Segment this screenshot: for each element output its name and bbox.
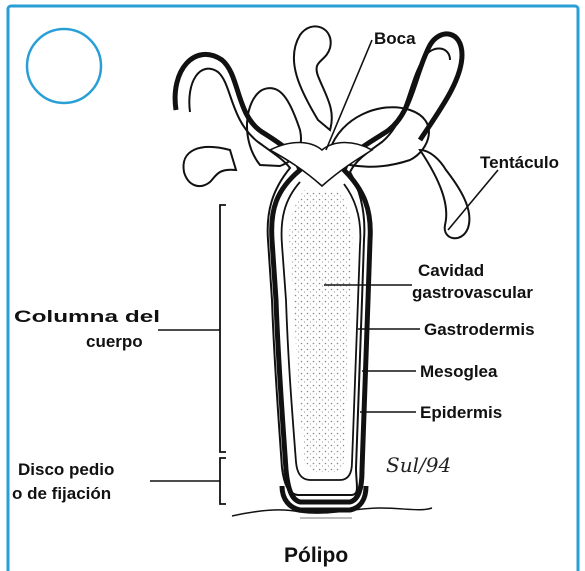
label-epidermis: Epidermis [420, 403, 502, 422]
tentacle-right-curl [420, 150, 469, 238]
label-cavidad-1: Cavidad [418, 261, 484, 280]
label-cavidad-2: gastrovascular [412, 283, 533, 302]
label-gastrodermis: Gastrodermis [424, 320, 535, 339]
diagram-title: Pólipo [284, 544, 348, 567]
circle-marker [27, 29, 101, 103]
gastrovascular-cavity [289, 190, 352, 472]
label-mesoglea: Mesoglea [420, 362, 498, 381]
label-boca: Boca [374, 29, 416, 48]
label-disco-1: Disco pedio [18, 460, 114, 479]
label-disco-2: o de fijación [12, 484, 111, 503]
artist-signature: Sul/94 [386, 453, 451, 477]
bracket-columna [220, 205, 226, 452]
tentacle-top [294, 26, 332, 130]
bracket-disco [220, 458, 226, 504]
tentacle-left-hanging [183, 147, 236, 186]
label-columna-1: Columna del [14, 307, 160, 326]
label-columna-2: cuerpo [86, 332, 143, 351]
label-tentaculo: Tentáculo [480, 153, 559, 172]
